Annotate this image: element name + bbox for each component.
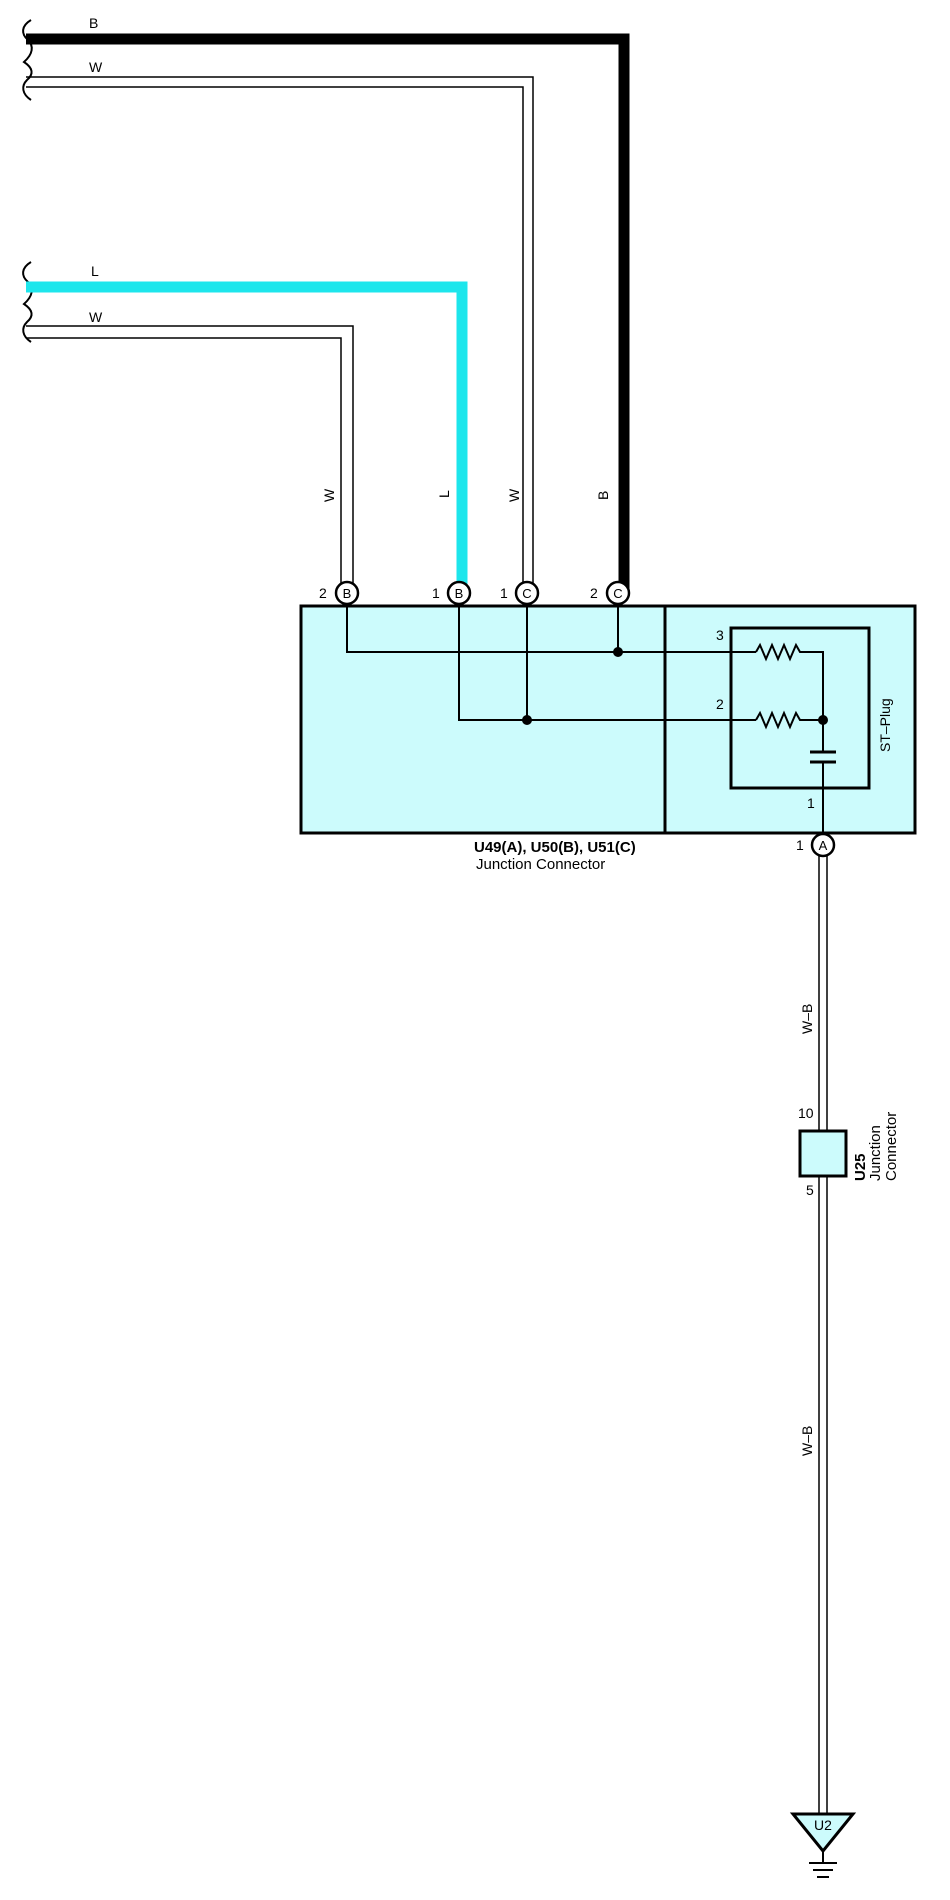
u25-desc-line1: Junction xyxy=(867,1125,884,1181)
wire-l xyxy=(26,281,468,592)
wire-label-w-left-vertical: W xyxy=(321,488,337,502)
pin-2-b-connector: B xyxy=(343,586,352,601)
pin-2-b: B 2 xyxy=(319,580,360,606)
wire-label-w-b-upper: W–B xyxy=(799,1004,815,1034)
st-plug-resistor-2 xyxy=(755,710,823,730)
wire-label-w-mid: W xyxy=(89,309,103,325)
wire-label-b-top: B xyxy=(89,15,98,31)
wire-label-w-b-lower: W–B xyxy=(799,1426,815,1456)
st-plug-resistor-3 xyxy=(755,642,824,720)
pin-2-b-number: 2 xyxy=(319,585,327,601)
wire-w-mid xyxy=(26,325,354,592)
u25-desc-line2: Connector xyxy=(883,1112,900,1181)
u25-name: U25 xyxy=(852,1153,869,1181)
u25-pin-5: 5 xyxy=(806,1182,814,1198)
pin-2-c-connector: C xyxy=(613,586,622,601)
pin-1-c: C 1 xyxy=(500,580,540,606)
u25-pin-10: 10 xyxy=(798,1105,814,1121)
wire-w-top xyxy=(26,76,534,592)
pin-1-b: B 1 xyxy=(432,580,472,606)
pin-1-c-number: 1 xyxy=(500,585,508,601)
pin-1-b-connector: B xyxy=(455,586,464,601)
st-plug-box xyxy=(729,626,871,790)
pin-1-a-number: 1 xyxy=(796,837,804,853)
pin-1-a: A 1 xyxy=(796,832,836,858)
wire-b xyxy=(26,33,630,592)
u25-connector xyxy=(798,1129,848,1178)
st-plug-capacitor xyxy=(810,720,836,836)
wire-w-b xyxy=(818,846,828,1814)
wire-label-w-right-vertical: W xyxy=(506,488,522,502)
ground-triangle xyxy=(789,1812,857,1854)
pin-1-a-connector: A xyxy=(819,838,828,853)
wire-label-b-vertical: B xyxy=(595,491,611,500)
junction-connector-label: U49(A), U50(B), U51(C) xyxy=(474,839,636,856)
ground-label-u2: U2 xyxy=(814,1817,832,1833)
wire-break-marks xyxy=(22,19,33,343)
st-plug-pin-2: 2 xyxy=(716,696,724,712)
junction-dots xyxy=(522,647,623,725)
pin-2-c: C 2 xyxy=(590,580,631,606)
ground-icon xyxy=(809,1851,837,1878)
wire-label-l-top: L xyxy=(91,263,99,279)
pin-2-c-number: 2 xyxy=(590,585,598,601)
wire-label-w-top: W xyxy=(89,59,103,75)
junction-connector-sublabel: Junction Connector xyxy=(476,856,605,873)
st-plug-pin-3: 3 xyxy=(716,627,724,643)
wire-label-l-vertical: L xyxy=(436,490,452,498)
st-plug-pin-1: 1 xyxy=(807,795,815,811)
st-plug-label: ST–Plug xyxy=(877,698,893,752)
pin-1-b-number: 1 xyxy=(432,585,440,601)
pin-1-c-connector: C xyxy=(522,586,531,601)
